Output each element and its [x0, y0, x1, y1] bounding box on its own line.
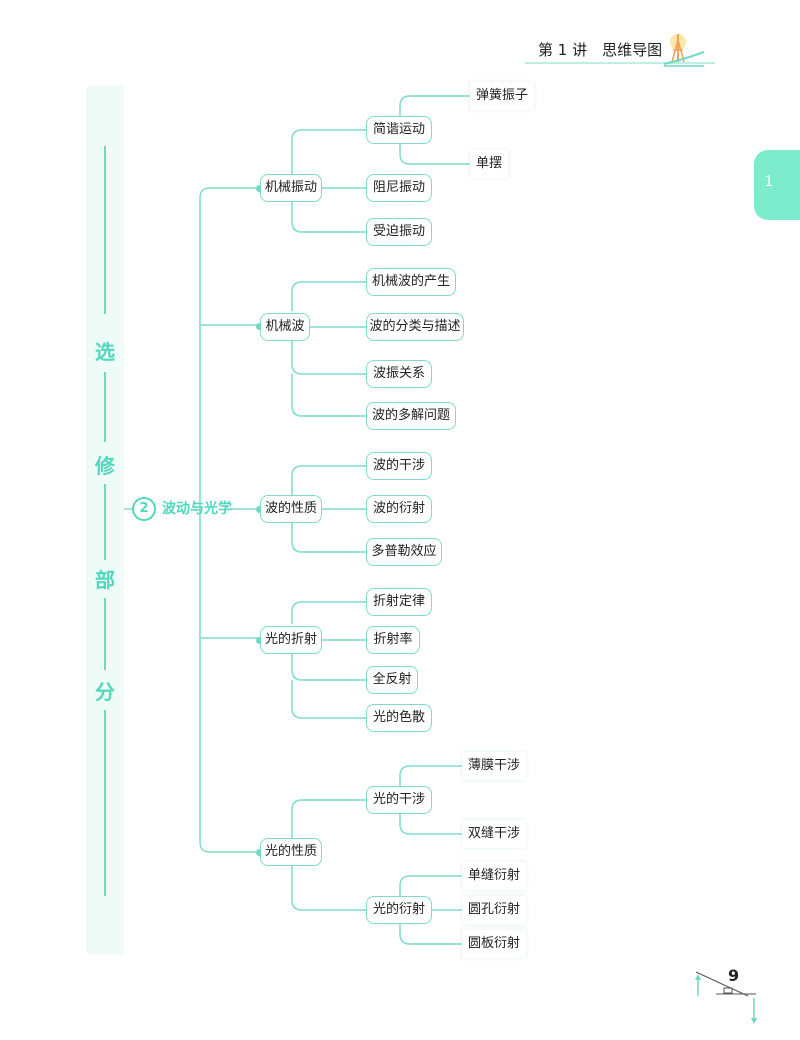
- leaf-thin-film-interference: 薄膜干涉: [462, 752, 527, 780]
- node-wave-vibration-relation: 波振关系: [366, 360, 432, 388]
- node-dispersion: 光的色散: [366, 704, 432, 732]
- node-damped-vibration: 阻尼振动: [366, 174, 432, 202]
- node-wave-classification: 波的分类与描述: [366, 313, 464, 341]
- central-topic-label: 波动与光学: [162, 501, 232, 517]
- node-simple-harmonic-motion: 简谐运动: [366, 116, 432, 144]
- connector-dot: [256, 637, 263, 644]
- incline-diagram-icon: [695, 971, 757, 1024]
- central-topic: 2 波动与光学: [132, 496, 232, 522]
- band-divider: [104, 372, 106, 442]
- node-wave-generation: 机械波的产生: [366, 268, 456, 296]
- band-divider: [104, 598, 106, 670]
- node-wave-multiple-solutions: 波的多解问题: [366, 402, 456, 430]
- branch-light-properties: 光的性质: [260, 838, 322, 866]
- node-refractive-index: 折射率: [366, 626, 420, 654]
- connector-dot: [256, 323, 263, 330]
- leaf-spring-oscillator: 弹簧振子: [470, 82, 535, 110]
- branch-mechanical-vibration: 机械振动: [260, 174, 322, 202]
- vertical-title-char-2: 修: [95, 454, 115, 478]
- page-number: 9: [728, 966, 740, 985]
- node-forced-vibration: 受迫振动: [366, 218, 432, 246]
- header-underline: [525, 62, 715, 64]
- leaf-pendulum: 单摆: [470, 150, 509, 178]
- band-divider: [104, 484, 106, 560]
- vertical-title-char-3: 部: [95, 568, 115, 592]
- branch-wave-properties: 波的性质: [260, 495, 322, 523]
- node-doppler-effect: 多普勒效应: [366, 538, 442, 566]
- node-light-diffraction: 光的衍射: [366, 896, 432, 924]
- central-topic-number: 2: [132, 497, 156, 521]
- node-total-reflection: 全反射: [366, 666, 418, 694]
- connector-dot: [256, 185, 263, 192]
- chapter-side-tab-label: 1: [764, 174, 774, 190]
- leaf-double-slit-interference: 双缝干涉: [462, 820, 527, 848]
- branch-light-refraction: 光的折射: [260, 626, 322, 654]
- leaf-circular-hole-diffraction: 圆孔衍射: [462, 896, 527, 924]
- node-light-interference: 光的干涉: [366, 786, 432, 814]
- leaf-circular-disk-diffraction: 圆板衍射: [462, 930, 527, 958]
- tower-logo-icon: [663, 34, 705, 67]
- node-wave-interference: 波的干涉: [366, 452, 432, 480]
- connector-dot: [256, 849, 263, 856]
- branch-mechanical-wave: 机械波: [260, 313, 310, 341]
- node-refraction-law: 折射定律: [366, 588, 432, 616]
- page-header-title: 第 1 讲 思维导图: [538, 41, 663, 59]
- node-wave-diffraction: 波的衍射: [366, 495, 432, 523]
- chapter-side-tab[interactable]: 1: [754, 150, 800, 220]
- leaf-single-slit-diffraction: 单缝衍射: [462, 862, 527, 890]
- connector-dot: [256, 506, 263, 513]
- band-divider: [104, 710, 106, 896]
- band-divider: [104, 146, 106, 314]
- vertical-title-char-4: 分: [95, 680, 115, 704]
- vertical-title-char-1: 选: [95, 340, 115, 364]
